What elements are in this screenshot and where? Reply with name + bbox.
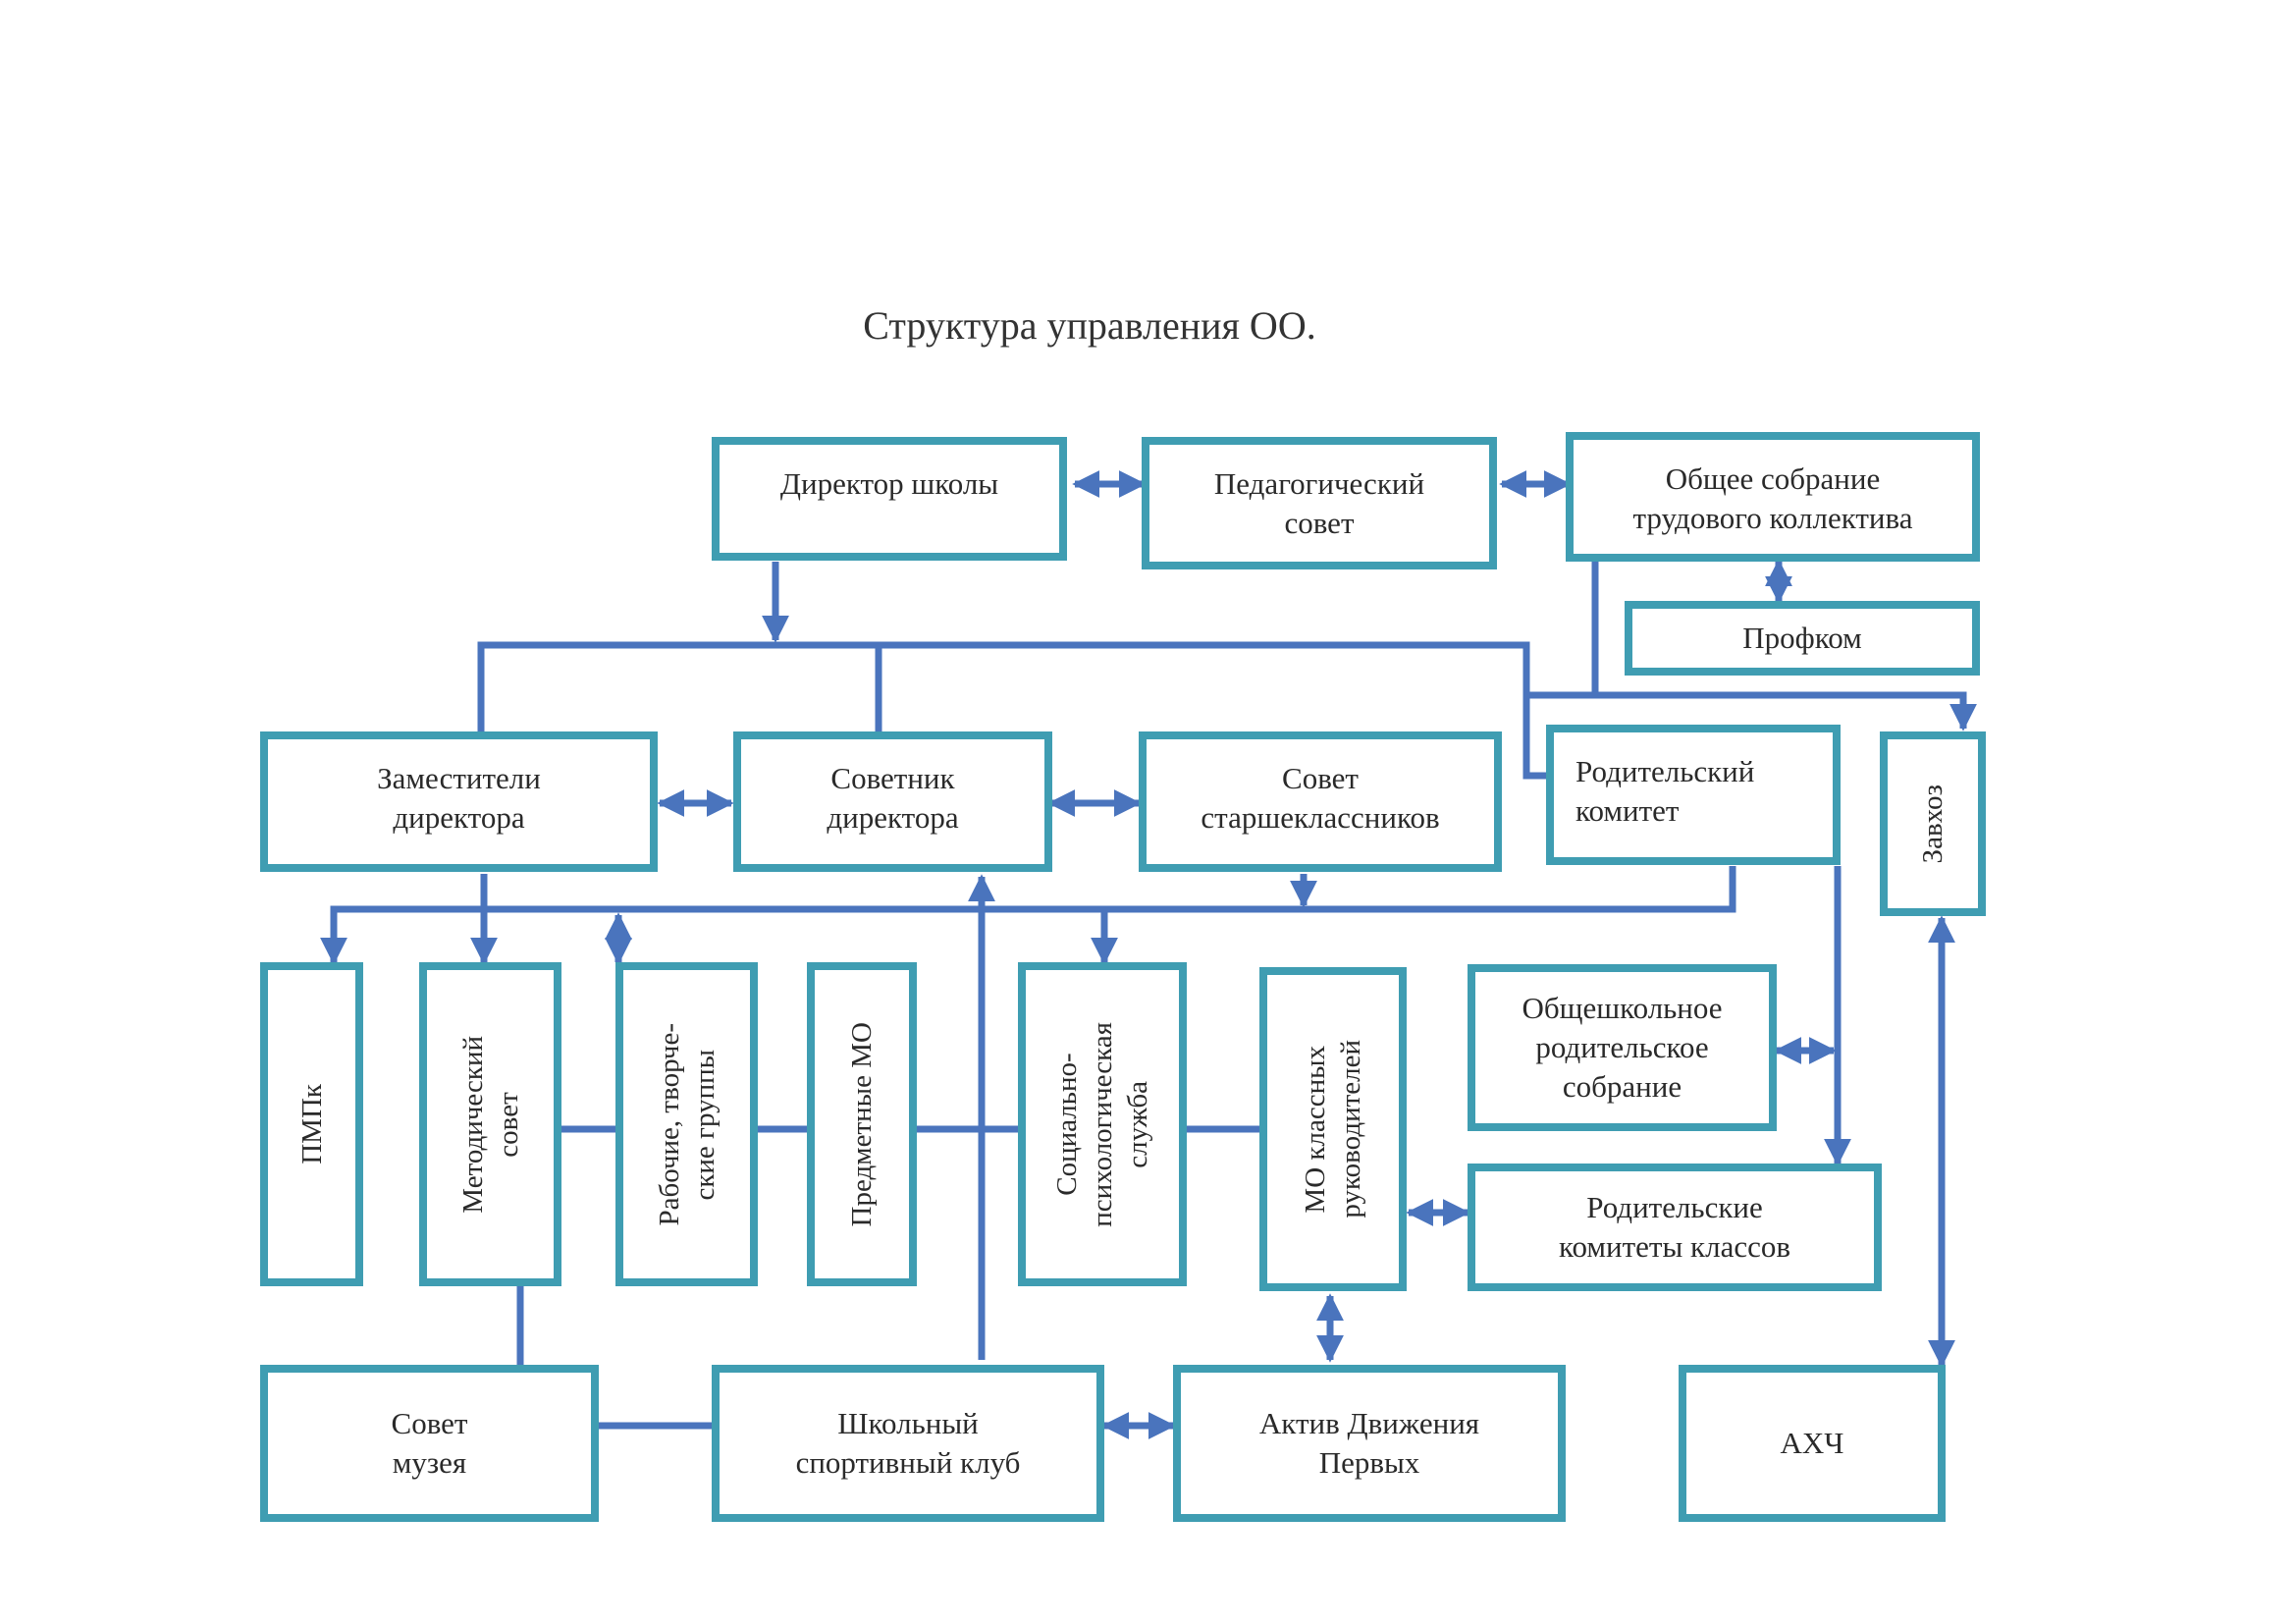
node-label: Рабочие, творче- ские группы xyxy=(653,1022,721,1226)
node-subject-mo: Предметные МО xyxy=(807,962,917,1286)
node-school-parent-meeting: Общешкольное родительское собрание xyxy=(1468,964,1777,1131)
node-label: МО классных руководителей xyxy=(1300,1040,1366,1218)
node-label: ПМПк xyxy=(295,1084,328,1164)
node-label: Общешкольное родительское собрание xyxy=(1522,991,1723,1104)
node-movement-first: Актив Движения Первых xyxy=(1173,1365,1566,1522)
node-pmpk: ПМПк xyxy=(260,962,363,1286)
main-bus xyxy=(477,641,1551,780)
node-deputies: Заместители директора xyxy=(260,731,658,872)
node-director: Директор школы xyxy=(712,437,1067,561)
diagram-title: Структура управления ОО. xyxy=(863,303,1316,348)
node-label: Актив Движения Первых xyxy=(1258,1406,1480,1480)
node-profkom: Профком xyxy=(1625,601,1980,676)
node-label: Общее собрание трудового коллектива xyxy=(1632,461,1913,535)
node-label: Заместители директора xyxy=(377,761,541,835)
node-mo-class: МО классных руководителей xyxy=(1259,967,1407,1291)
node-label: Директор школы xyxy=(779,466,999,501)
node-label: Предметные МО xyxy=(846,1021,878,1227)
node-method-council: Методический совет xyxy=(419,962,561,1286)
node-label: Родительские комитеты классов xyxy=(1559,1190,1790,1264)
node-label: Завхоз xyxy=(1917,784,1949,864)
lower-bus xyxy=(330,866,1736,962)
node-work-groups: Рабочие, творче- ские группы xyxy=(615,962,758,1286)
node-museum-council: Совет музея xyxy=(260,1365,599,1522)
node-label: Совет старшеклассников xyxy=(1201,761,1440,835)
node-label: Школьный спортивный клуб xyxy=(795,1406,1021,1480)
node-label: Методический совет xyxy=(456,1035,524,1214)
node-ahch: АХЧ xyxy=(1679,1365,1946,1522)
node-parent-committee: Родительский комитет xyxy=(1546,725,1841,865)
node-label: Педагогический совет xyxy=(1213,466,1425,540)
node-label: АХЧ xyxy=(1780,1426,1844,1460)
node-sport-club: Школьный спортивный клуб xyxy=(712,1365,1104,1522)
node-social-service: Социально- психологическая служба xyxy=(1018,962,1187,1286)
node-zavhoz: Завхоз xyxy=(1880,731,1986,916)
node-label: Социально- психологическая служба xyxy=(1051,1021,1153,1227)
node-ped-council: Педагогический совет xyxy=(1142,437,1497,569)
node-senior-council: Совет старшеклассников xyxy=(1139,731,1502,872)
node-class-parent-committees: Родительские комитеты классов xyxy=(1468,1164,1882,1291)
node-general-meeting: Общее собрание трудового коллектива xyxy=(1566,432,1980,562)
node-label: Советник директора xyxy=(827,761,959,835)
node-advisor: Советник директора xyxy=(733,731,1052,872)
link-to-zavhoz xyxy=(1526,691,1977,731)
node-label: Совет музея xyxy=(391,1406,468,1480)
node-label: Профком xyxy=(1742,621,1862,655)
node-label: Родительский комитет xyxy=(1575,754,1755,828)
